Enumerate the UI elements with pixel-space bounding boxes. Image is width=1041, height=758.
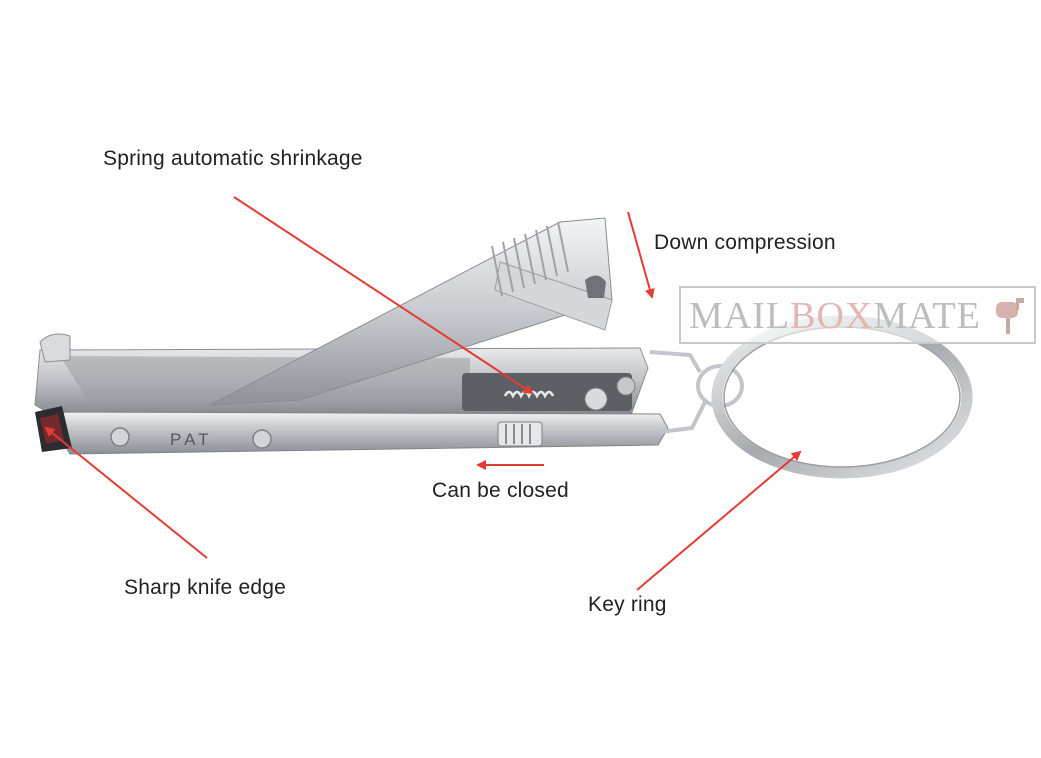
- watermark-part-mate: MATE: [873, 295, 981, 337]
- arrow-down: [627, 211, 655, 299]
- label-key-ring: Key ring: [588, 593, 667, 616]
- watermark-part-box: BOX: [790, 295, 874, 337]
- watermark-part-mail: MAIL: [689, 295, 791, 337]
- label-can-be-closed: Can be closed: [432, 479, 569, 502]
- mailbox-icon: [996, 298, 1024, 334]
- watermark: MAILBOXMATE: [679, 286, 1036, 344]
- pat-engraving: PAT: [170, 430, 213, 449]
- spring-mechanism: [462, 373, 636, 411]
- label-spring: Spring automatic shrinkage: [103, 147, 363, 170]
- annotation-arrows: [44, 196, 802, 591]
- arrow-key: [636, 450, 802, 591]
- clipper-lever: [209, 217, 613, 406]
- label-down-compression: Down compression: [654, 231, 836, 254]
- arrow-knife: [44, 426, 208, 559]
- label-knife-edge: Sharp knife edge: [124, 576, 286, 599]
- watermark-text: MAILBOXMATE: [689, 296, 981, 336]
- arrow-spring: [233, 196, 534, 395]
